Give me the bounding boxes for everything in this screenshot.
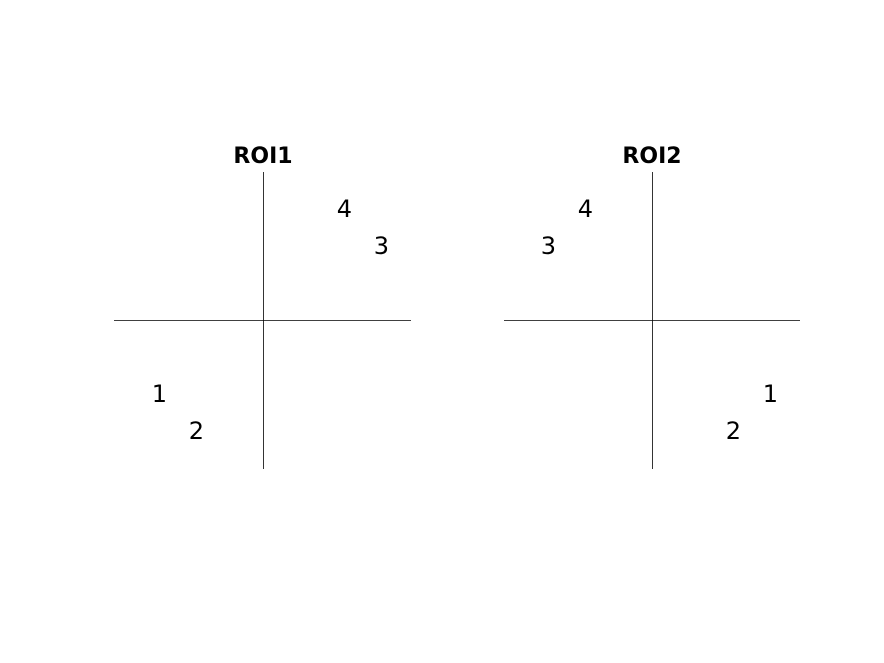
panel-title: ROI2 xyxy=(622,144,681,169)
point-label-2: 2 xyxy=(189,417,204,445)
panel-roi2: ROI2 12 34 xyxy=(504,144,800,469)
panel-roi1: ROI1 12 34 xyxy=(114,144,411,469)
point-label-4: 4 xyxy=(578,195,593,223)
point-label-3: 3 xyxy=(541,232,556,260)
point-label-1: 1 xyxy=(152,380,167,408)
point-label-4: 4 xyxy=(337,195,352,223)
point-label-2: 2 xyxy=(726,417,741,445)
panel-title: ROI1 xyxy=(233,144,292,169)
point-label-3: 3 xyxy=(374,232,389,260)
point-label-1: 1 xyxy=(763,380,778,408)
